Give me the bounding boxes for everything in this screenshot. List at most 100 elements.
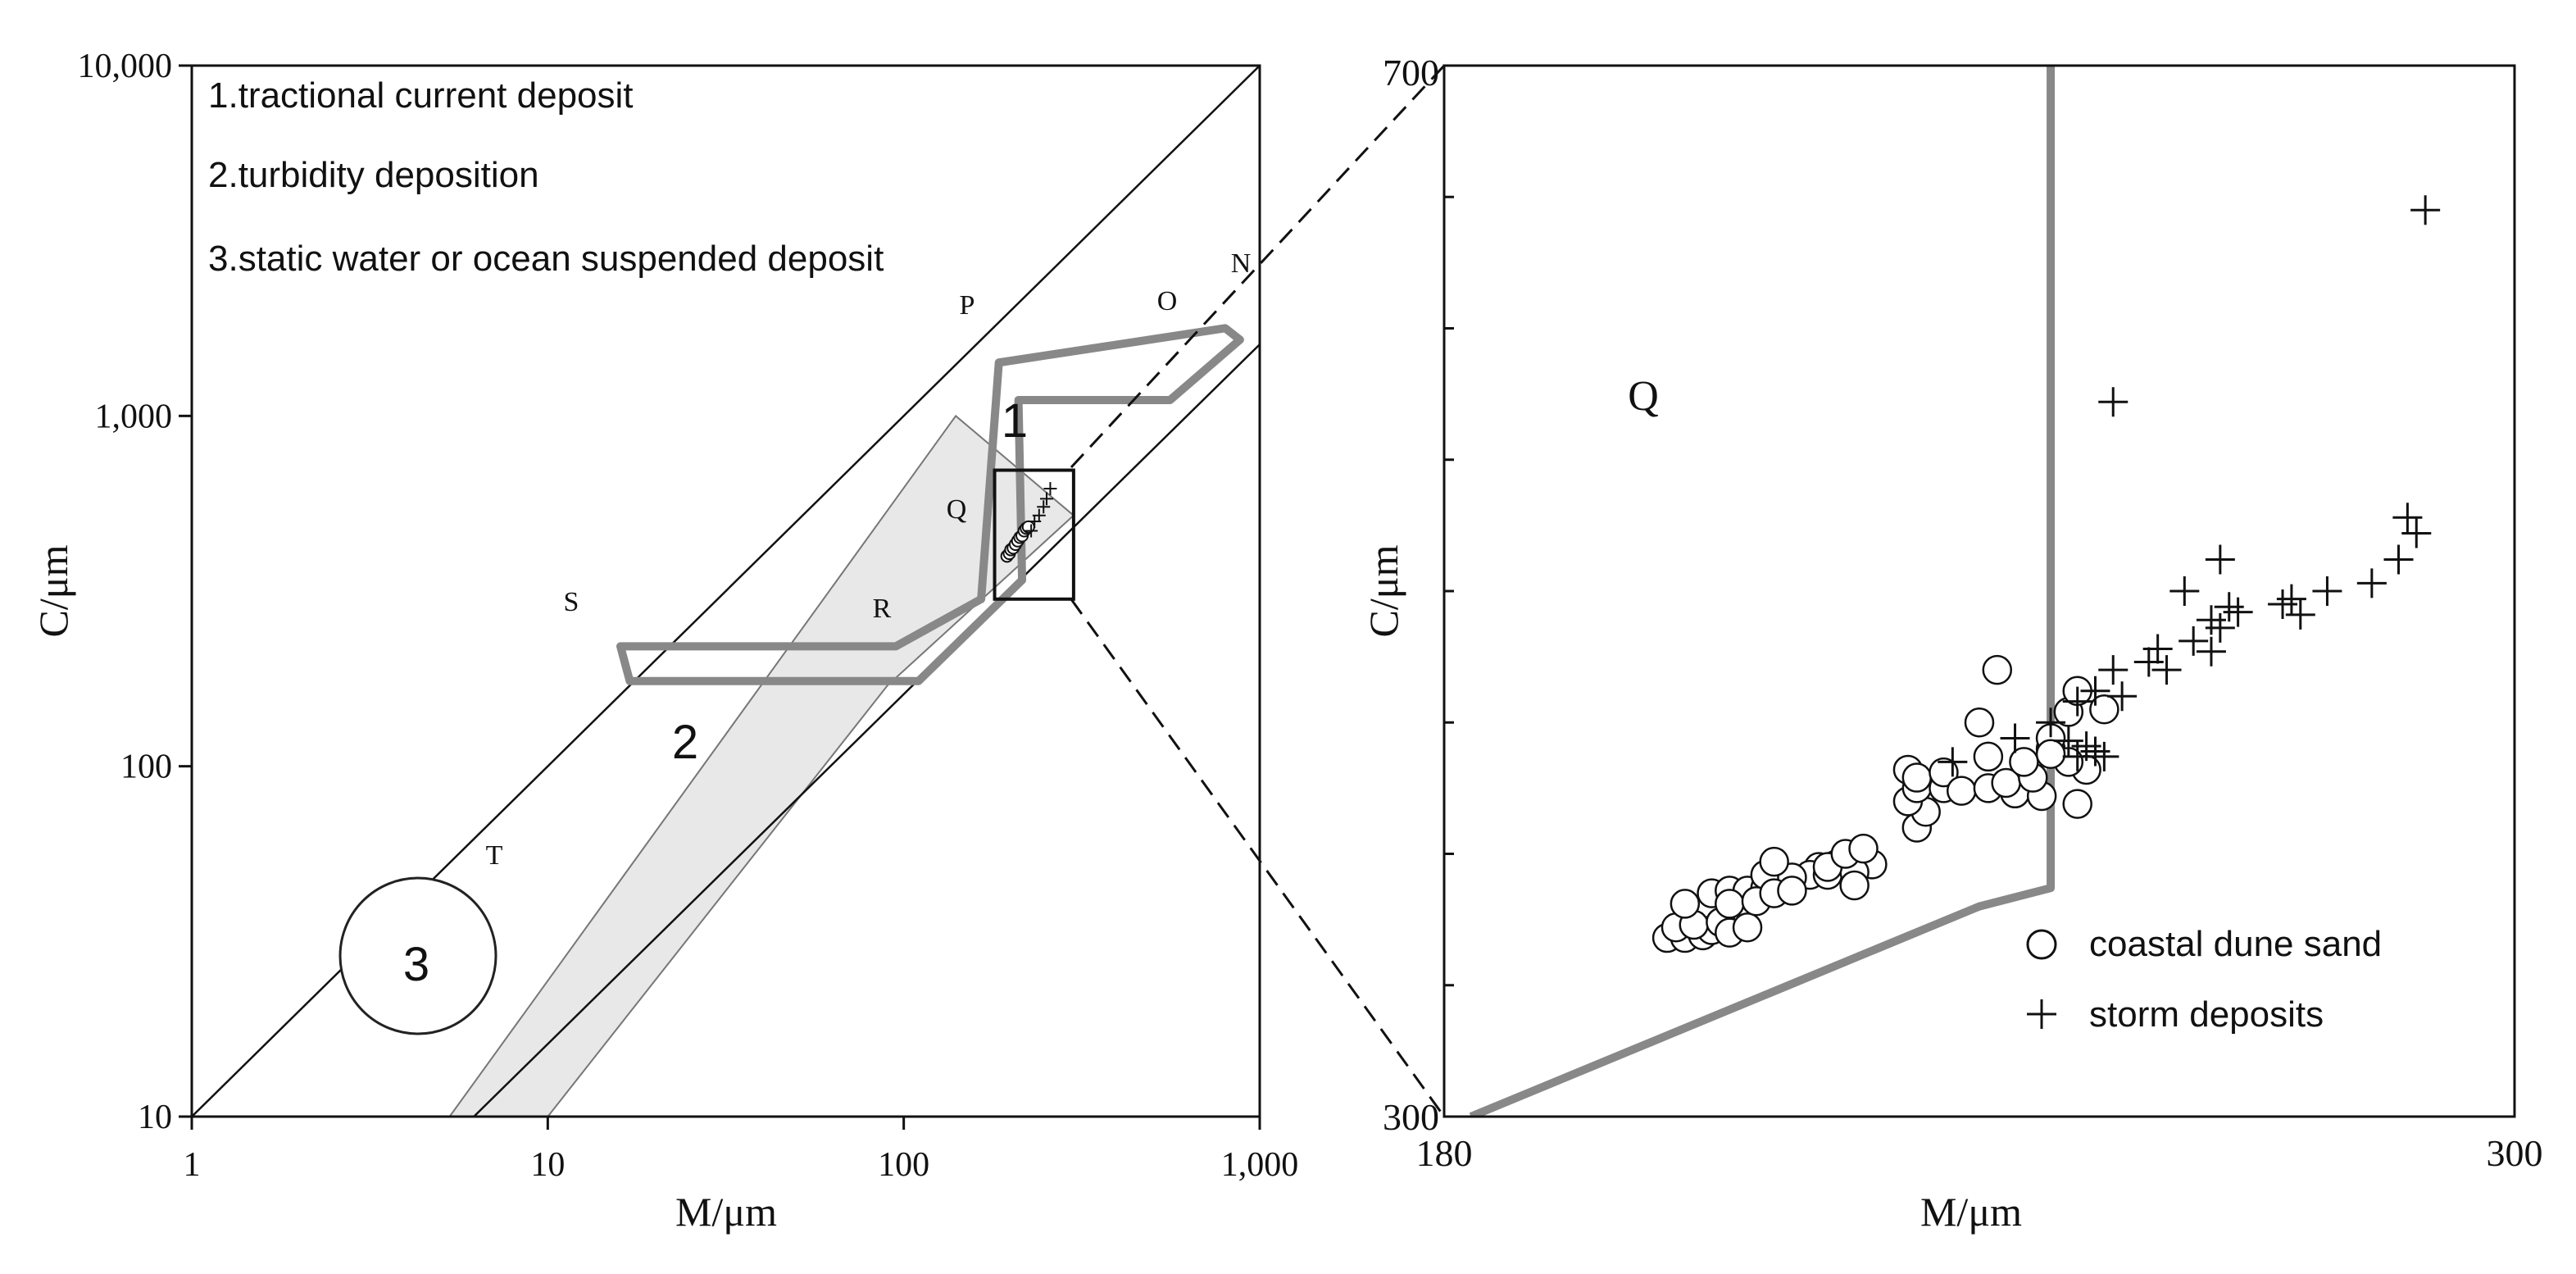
dune-sand-point	[1848, 833, 1879, 864]
segment-letter-p: P	[960, 290, 975, 321]
storm-deposit-point	[2392, 503, 2423, 533]
left-tick-labels: 1 10 100 1,000 10 100 1,000 10,000	[78, 48, 1299, 1184]
storm-deposit-point	[2098, 655, 2128, 685]
dune-sand-point	[1759, 846, 1789, 877]
segment-letter-o: O	[1157, 286, 1178, 316]
reference-line-2	[473, 344, 1260, 1117]
left-y-tick-label: 1,000	[95, 398, 173, 435]
dune-sand-point	[2089, 694, 2119, 725]
dune-sand-point	[1670, 889, 1701, 919]
storm-deposit-point	[2196, 636, 2226, 667]
left-chart: 1 10 100 1,000 10 100 1,000 10,000 M/μm C/μm 1.…	[30, 48, 1298, 1235]
left-data-points	[1000, 482, 1057, 563]
storm-deposit-point	[1043, 482, 1057, 496]
legend-label-storm-deposits: storm deposits	[2089, 994, 2324, 1035]
right-data-points	[1651, 195, 2441, 953]
storm-deposit-point	[2178, 626, 2209, 656]
right-y-tick-label: 300	[1383, 1096, 1439, 1138]
storm-deposit-point	[2223, 597, 2253, 627]
storm-deposit-point	[2356, 568, 2387, 598]
left-x-tick-label: 1,000	[1221, 1146, 1299, 1184]
storm-deposit-point	[1037, 500, 1051, 514]
dune-sand-point	[1839, 870, 1870, 901]
storm-deposit-point	[1024, 524, 1038, 538]
dune-sand-point	[1946, 776, 1977, 806]
dune-sand-point	[2009, 747, 2039, 777]
legend: coastal dune sand storm deposits	[2026, 924, 2382, 1035]
region-number-1: 1	[1002, 394, 1028, 448]
left-chart-background-layers	[192, 66, 1260, 1117]
right-y-tick-label: 700	[1383, 52, 1439, 93]
note-3: 3.static water or ocean suspended deposi…	[208, 239, 884, 279]
dune-sand-point	[1929, 757, 1959, 788]
dune-sand-point	[2062, 789, 2092, 819]
right-x-tick-label: 300	[2487, 1132, 2543, 1174]
segment-letter-n: N	[1231, 248, 1252, 279]
storm-deposit-point	[2276, 584, 2306, 614]
dune-sand-point	[1964, 708, 1995, 738]
left-axis-ticks	[179, 64, 1261, 1130]
storm-deposit-point	[1938, 747, 1968, 777]
dune-sand-point	[1715, 889, 1745, 919]
legend-label-coastal-dune-sand: coastal dune sand	[2089, 924, 2382, 964]
segment-letter-s: S	[564, 587, 579, 617]
storm-deposit-point	[2196, 605, 2226, 635]
storm-deposit-point	[2410, 195, 2441, 225]
left-x-tick-label: 1	[184, 1146, 201, 1184]
zoom-connector-bottom	[1070, 598, 1446, 1117]
left-y-tick-label: 100	[120, 748, 172, 786]
dune-sand-point	[1732, 912, 1763, 943]
storm-deposit-point	[1040, 492, 1054, 506]
storm-deposit-point	[2107, 681, 2138, 712]
storm-deposit-point	[2142, 634, 2173, 664]
storm-deposit-point	[2080, 676, 2110, 706]
left-x-tick-label: 100	[878, 1146, 929, 1184]
q-boundary-line	[1469, 66, 2056, 1117]
storm-deposit-point	[2036, 708, 2066, 738]
dune-sand-point	[1901, 762, 1933, 793]
right-x-axis-label: M/μm	[1920, 1189, 2022, 1235]
storm-deposit-point	[2053, 726, 2083, 756]
left-x-axis-label: M/μm	[675, 1189, 777, 1235]
legend-circle-marker	[2026, 929, 2057, 960]
legend-plus-marker	[2027, 999, 2056, 1029]
left-y-tick-label: 10	[138, 1099, 172, 1136]
field-1-outline	[977, 324, 1244, 603]
dune-sand-point	[1973, 741, 2004, 772]
segment-letter-r: R	[873, 594, 892, 624]
storm-deposit-point	[2062, 686, 2092, 717]
storm-deposit-point	[2312, 576, 2342, 606]
storm-deposit-point	[2080, 736, 2110, 767]
storm-deposit-point	[2205, 544, 2235, 575]
storm-deposit-point	[2151, 655, 2182, 685]
region-number-2: 2	[672, 716, 698, 769]
field-2-outline	[616, 576, 1025, 685]
dune-sand-point	[2035, 739, 2066, 769]
dune-sand-point	[1777, 876, 1807, 906]
region-label-q: Q	[1628, 373, 1659, 420]
inset-box	[993, 468, 1075, 601]
storm-deposit-point	[2401, 518, 2432, 548]
left-x-tick-label: 10	[530, 1146, 565, 1184]
storm-deposit-point	[2383, 544, 2414, 575]
region-number-3: 3	[403, 938, 429, 991]
storm-deposit-point	[2169, 576, 2200, 606]
right-axis-ticks	[1444, 195, 1454, 987]
right-y-axis-label: C/μm	[1361, 544, 1406, 637]
storm-deposit-point	[2000, 723, 2030, 753]
storm-deposit-point	[1032, 508, 1046, 522]
storm-deposit-point	[2285, 599, 2315, 630]
note-1: 1.tractional current deposit	[208, 75, 634, 116]
left-y-axis-label: C/μm	[30, 544, 76, 637]
segment-letter-q: Q	[947, 494, 967, 525]
left-plot-frame	[190, 64, 1261, 1118]
segment-letter-t: T	[486, 840, 503, 871]
left-y-tick-label: 10,000	[78, 48, 173, 85]
dune-sand-point	[1982, 654, 2013, 685]
field-2-shaded-region	[448, 414, 1075, 1117]
note-2: 2.turbidity deposition	[208, 155, 539, 195]
storm-deposit-point	[2098, 387, 2128, 417]
